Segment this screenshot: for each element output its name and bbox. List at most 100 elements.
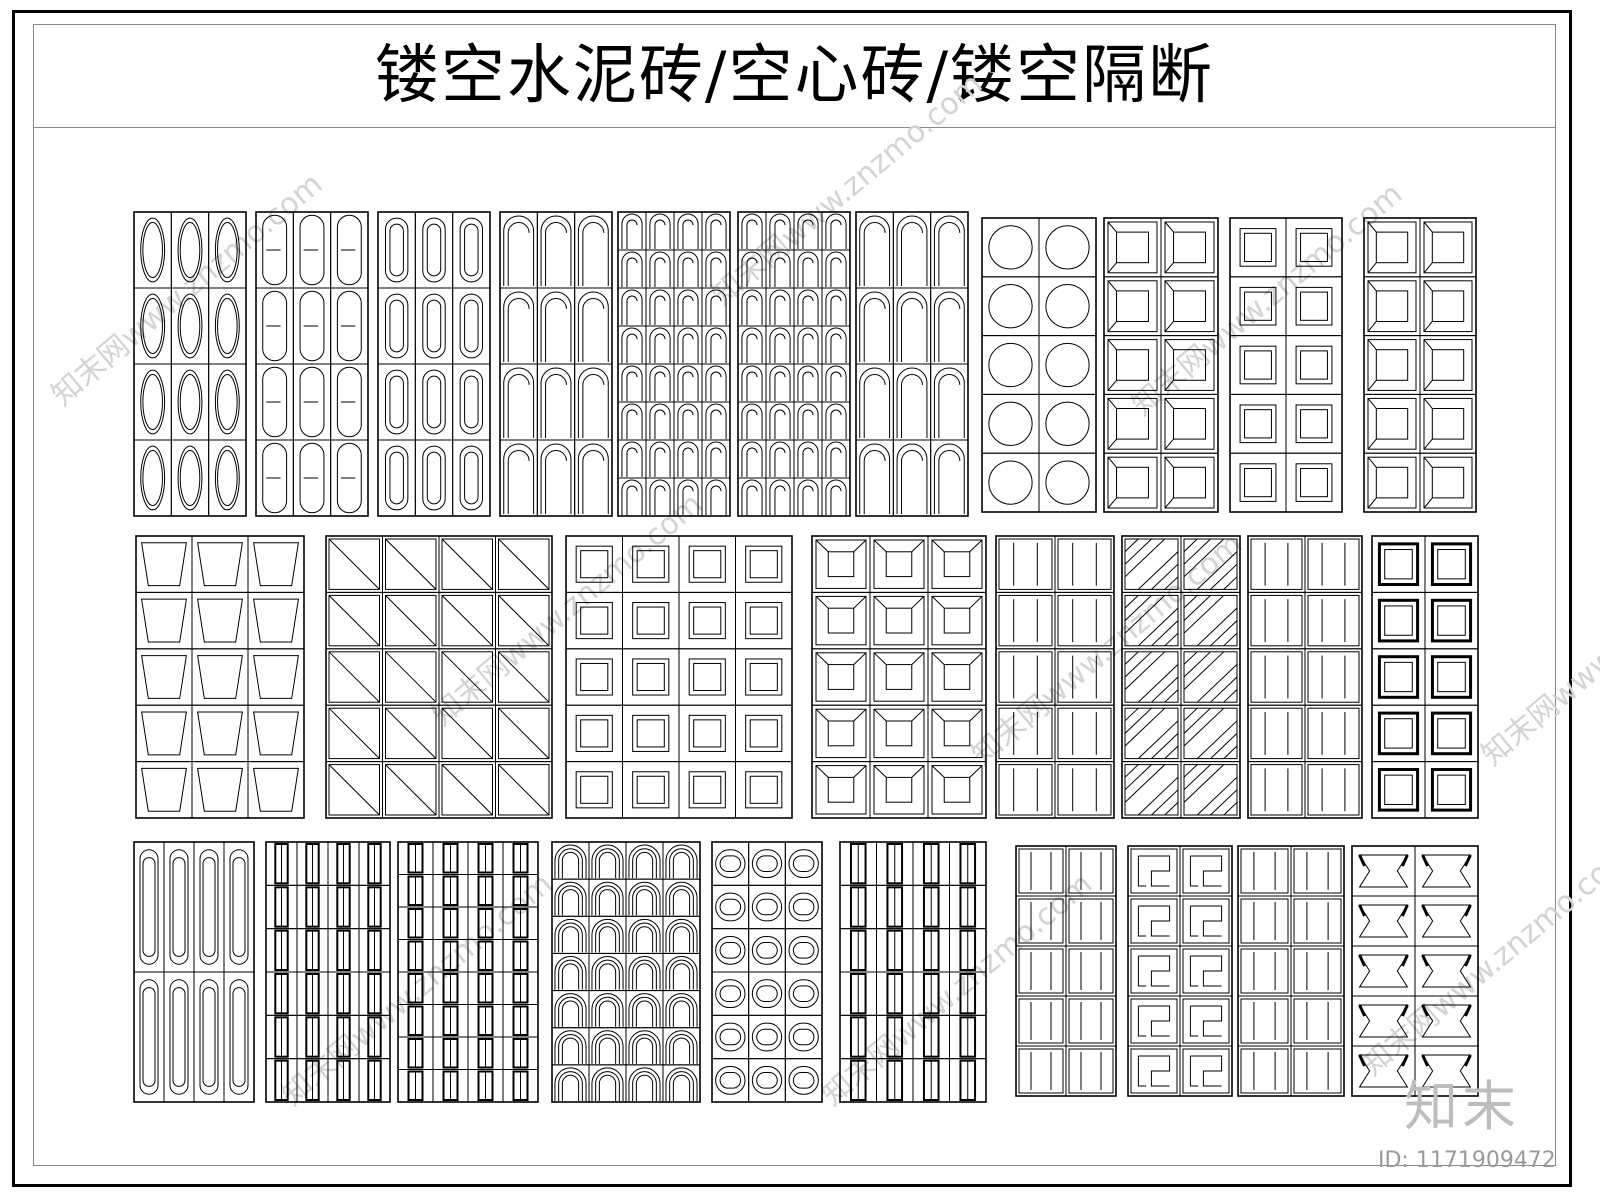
tile-cell (1103, 452, 1162, 513)
tile-cell (358, 1014, 391, 1060)
tile-cell (784, 1014, 823, 1060)
tile-cell (1103, 276, 1162, 337)
tile-cell (869, 535, 929, 593)
tile-cell (170, 363, 210, 441)
tile-cell (1015, 845, 1067, 897)
tile-cell (438, 591, 496, 650)
tile-cell (711, 1058, 750, 1103)
tile-cell (499, 363, 538, 441)
tile-cell (1103, 393, 1162, 454)
tile-cell (397, 1069, 434, 1103)
tile-cell (330, 287, 369, 365)
tile-cell (1180, 704, 1241, 763)
tile-cell (170, 439, 210, 517)
tile-cell (397, 939, 434, 973)
tile-cell (432, 939, 469, 973)
tile-cell (1351, 945, 1416, 997)
tile-cell (495, 535, 553, 593)
tile-cell (247, 761, 305, 819)
tile-cell (617, 401, 647, 441)
tile-cell (711, 841, 750, 886)
tile-panel-8 (981, 217, 1097, 513)
tile-cell (662, 841, 701, 880)
tile-cell (855, 363, 894, 441)
tile-cell (876, 928, 914, 973)
tile-cell (163, 841, 195, 973)
tile-cell (502, 1069, 539, 1103)
tile-panel-2 (255, 211, 369, 517)
tile-cell (1285, 217, 1343, 278)
tile-cell (811, 761, 871, 819)
tile-cell (784, 841, 823, 886)
tile-cell (876, 1058, 914, 1103)
tile-cell (1103, 217, 1162, 278)
tile-cell (255, 439, 294, 517)
tile-panel-19 (1371, 535, 1479, 819)
tile-cell (1179, 1045, 1233, 1097)
tile-cell (382, 704, 440, 763)
tile-cell (536, 439, 576, 517)
tile-cell (869, 591, 929, 650)
tile-cell (765, 439, 795, 479)
tile-cell (325, 704, 383, 763)
tile-cell (811, 704, 871, 763)
tile-cell (1160, 217, 1219, 278)
tile-cell (1424, 591, 1479, 650)
brand-logo: 知末 (1404, 1075, 1520, 1138)
tile-cell (325, 648, 383, 706)
tile-cell (765, 249, 795, 289)
tile-cell (1160, 452, 1219, 513)
tile-cell (793, 211, 823, 251)
tile-cell (673, 477, 703, 517)
tile-cell (793, 401, 823, 441)
tile-panel-12 (135, 535, 305, 819)
tile-cell (467, 1036, 504, 1070)
tile-cell (377, 287, 416, 365)
tile-cell (292, 363, 332, 441)
tile-cell (1424, 761, 1479, 819)
tile-cell (949, 884, 987, 930)
tile-cell (912, 841, 950, 886)
tile-cell (765, 287, 795, 327)
tile-cell (949, 971, 987, 1016)
tile-cell (1290, 895, 1345, 947)
tile-cell (414, 363, 454, 441)
tile-cell (1121, 591, 1182, 650)
tile-cell (208, 439, 247, 517)
tile-cell (1229, 452, 1287, 513)
tile-cell (1237, 895, 1292, 947)
tile-cell (499, 439, 538, 517)
tile-cell (673, 401, 703, 441)
tile-cell (1160, 276, 1219, 337)
tile-cell (1038, 335, 1097, 395)
tile-cell (133, 439, 172, 517)
tile-cell (927, 648, 987, 706)
tile-cell (327, 841, 360, 886)
tile-cell (170, 287, 210, 365)
tile-cell (1290, 1045, 1345, 1097)
tile-cell (1304, 648, 1363, 706)
tile-cell (821, 477, 851, 517)
tile-cell (1414, 995, 1479, 1047)
tile-cell (565, 648, 623, 706)
tile-cell (330, 363, 369, 441)
tile-cell (622, 591, 680, 650)
tile-cell (1351, 895, 1416, 947)
tile-cell (551, 915, 590, 954)
tile-cell (892, 363, 932, 441)
tile-cell (135, 648, 193, 706)
drawing-border (33, 24, 1556, 1166)
tile-cell (467, 906, 504, 940)
tile-cell (1127, 945, 1181, 997)
tile-cell (1304, 535, 1363, 593)
id-label: ID: 1171909472 (1378, 1148, 1556, 1173)
tile-cell (1285, 276, 1343, 337)
tile-cell (432, 1004, 469, 1038)
tile-cell (1371, 648, 1426, 706)
tile-cell (247, 535, 305, 593)
tile-cell (358, 971, 391, 1016)
tile-cell (645, 325, 675, 365)
tile-cell (438, 535, 496, 593)
tile-cell (949, 1014, 987, 1060)
tile-cell (839, 841, 877, 886)
